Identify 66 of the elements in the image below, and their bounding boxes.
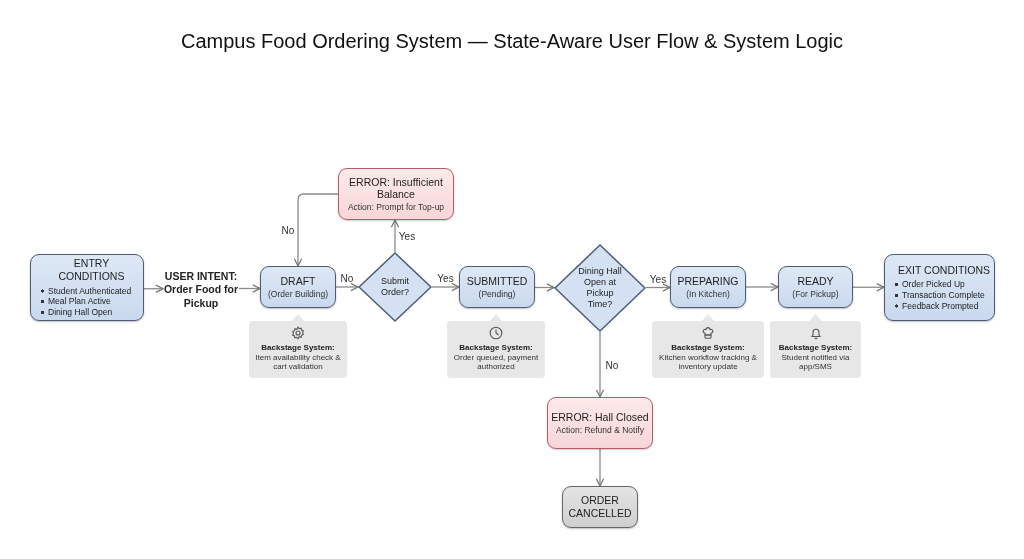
error-box xyxy=(338,168,454,220)
state-box xyxy=(459,266,535,308)
backstage-callout xyxy=(770,314,861,378)
arrow xyxy=(534,283,555,292)
box-title: ERROR: Hall Closed xyxy=(551,411,649,424)
callout-heading: Backstage System: xyxy=(671,343,745,353)
arrow xyxy=(745,282,779,292)
backstage-callout xyxy=(652,314,764,378)
callout-heading: Backstage System: xyxy=(459,343,533,353)
state-box xyxy=(778,266,853,308)
box-subtitle: (Pending) xyxy=(478,288,516,299)
bullet-item: Feedback Prompted xyxy=(894,300,979,312)
box-subtitle: Action: Prompt for Top-up xyxy=(347,202,445,213)
state-box xyxy=(670,266,746,308)
box-subtitle: (For Pickup) xyxy=(792,288,839,299)
decision-text: Dining Hall Open at Pickup Time? xyxy=(577,266,623,310)
cancelled-box xyxy=(562,486,638,528)
callout-heading: Backstage System: xyxy=(778,343,853,353)
backstage-callout xyxy=(447,314,545,378)
arrow xyxy=(431,282,460,292)
decision-text: Submit Order? xyxy=(380,276,410,298)
edge-label: Yes xyxy=(437,272,454,284)
bullet-item: Transaction Complete xyxy=(894,290,985,301)
user-intent-text: USER INTENT: Order Food for Pickup xyxy=(163,268,239,312)
bullet-item: Meal Plan Active xyxy=(40,296,111,307)
box-title: READY xyxy=(797,275,834,288)
edge-label: No xyxy=(281,224,295,236)
bullet-item: Student Authenticated xyxy=(40,285,132,297)
arrow xyxy=(293,193,339,267)
box-heading: ENTRY CONDITIONS xyxy=(57,257,126,283)
diagram-title: Campus Food Ordering System — State-Aware User Flow & System Logic xyxy=(179,30,845,53)
exit-conditions-box xyxy=(884,254,995,321)
box-subtitle: Action: Refund & Notify xyxy=(556,424,644,435)
edge-label: Yes xyxy=(398,230,416,242)
arrow xyxy=(595,331,605,398)
box-subtitle: (Order Building) xyxy=(268,288,328,299)
arrow xyxy=(595,448,605,487)
state-box xyxy=(260,266,336,308)
decision-diamond xyxy=(554,244,646,332)
decision-diamond xyxy=(358,252,432,322)
backstage-callout xyxy=(249,314,347,378)
arrow xyxy=(390,219,400,253)
box-title: ERROR: Insufficient Balance xyxy=(348,175,444,201)
entry-conditions-box xyxy=(30,254,144,321)
edge-label: No xyxy=(340,272,354,284)
error-box xyxy=(547,397,653,449)
arrow xyxy=(852,283,885,292)
box-subtitle: (In Kitchen) xyxy=(686,288,730,299)
box-title: PREPARING xyxy=(677,275,739,288)
box-heading: EXIT CONDITIONS xyxy=(898,263,990,277)
callout-text: Kitchen workflow tracking & inventory update xyxy=(658,352,758,372)
callout-text: Item availability check & cart validation xyxy=(254,352,342,372)
arrow xyxy=(335,282,359,292)
edge-label: No xyxy=(605,359,619,370)
box-title: ORDER CANCELLED xyxy=(567,494,633,520)
box-title: SUBMITTED xyxy=(466,275,528,288)
callout-text: Student notified via app/SMS xyxy=(780,352,851,372)
arrow xyxy=(143,284,164,293)
box-title: DRAFT xyxy=(280,275,316,288)
bullet-item: Dining Hall Open xyxy=(40,306,113,318)
arrow xyxy=(238,284,261,293)
arrow xyxy=(645,283,671,292)
callout-heading: Backstage System: xyxy=(261,343,335,353)
callout-text: Order queued, payment authorized xyxy=(452,352,540,372)
edge-label: Yes xyxy=(649,273,667,284)
bullet-item: Order Picked Up xyxy=(894,279,965,290)
